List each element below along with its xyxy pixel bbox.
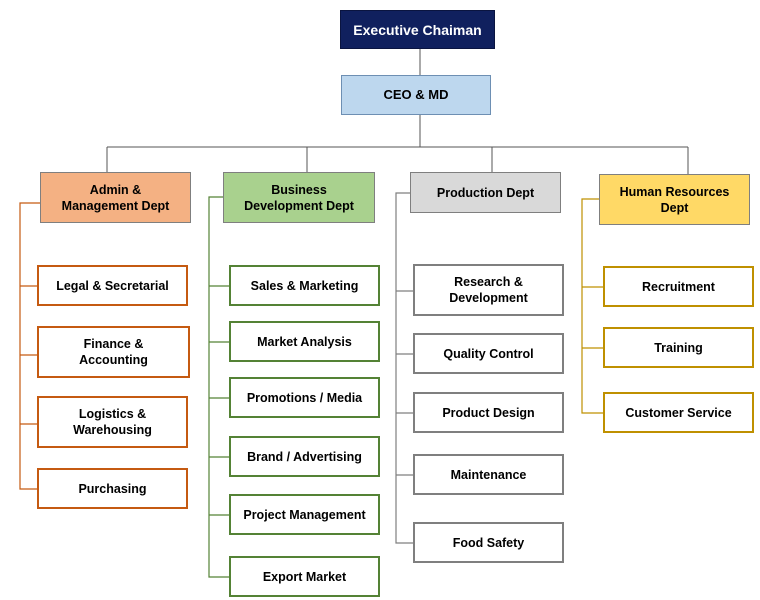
unit-sales-marketing: Sales & Marketing	[229, 265, 380, 306]
unit-export-market: Export Market	[229, 556, 380, 597]
admin-dept-head: Admin & Management Dept	[40, 172, 191, 223]
spine-biz	[208, 196, 229, 578]
unit-brand-advertising: Brand / Advertising	[229, 436, 380, 477]
unit-logistics-warehousing: Logistics & Warehousing	[37, 396, 188, 448]
unit-product-design: Product Design	[413, 392, 564, 433]
unit-legal-secretarial: Legal & Secretarial	[37, 265, 188, 306]
unit-promotions-media: Promotions / Media	[229, 377, 380, 418]
unit-training: Training	[603, 327, 754, 368]
unit-project-management: Project Management	[229, 494, 380, 535]
unit-research-development: Research & Development	[413, 264, 564, 316]
hr-dept-head: Human Resources Dept	[599, 174, 750, 225]
ceo-md-box: CEO & MD	[341, 75, 491, 115]
unit-food-safety: Food Safety	[413, 522, 564, 563]
spine-hr	[581, 198, 603, 414]
unit-recruitment: Recruitment	[603, 266, 754, 307]
unit-maintenance: Maintenance	[413, 454, 564, 495]
spine-admin	[19, 202, 40, 490]
spine-prod	[395, 192, 413, 544]
unit-finance-accounting: Finance & Accounting	[37, 326, 190, 378]
executive-chairman-box: Executive Chaiman	[340, 10, 495, 49]
production-dept-head: Production Dept	[410, 172, 561, 213]
unit-quality-control: Quality Control	[413, 333, 564, 374]
unit-market-analysis: Market Analysis	[229, 321, 380, 362]
unit-customer-service: Customer Service	[603, 392, 754, 433]
business-dept-head: Business Development Dept	[223, 172, 375, 223]
unit-purchasing: Purchasing	[37, 468, 188, 509]
